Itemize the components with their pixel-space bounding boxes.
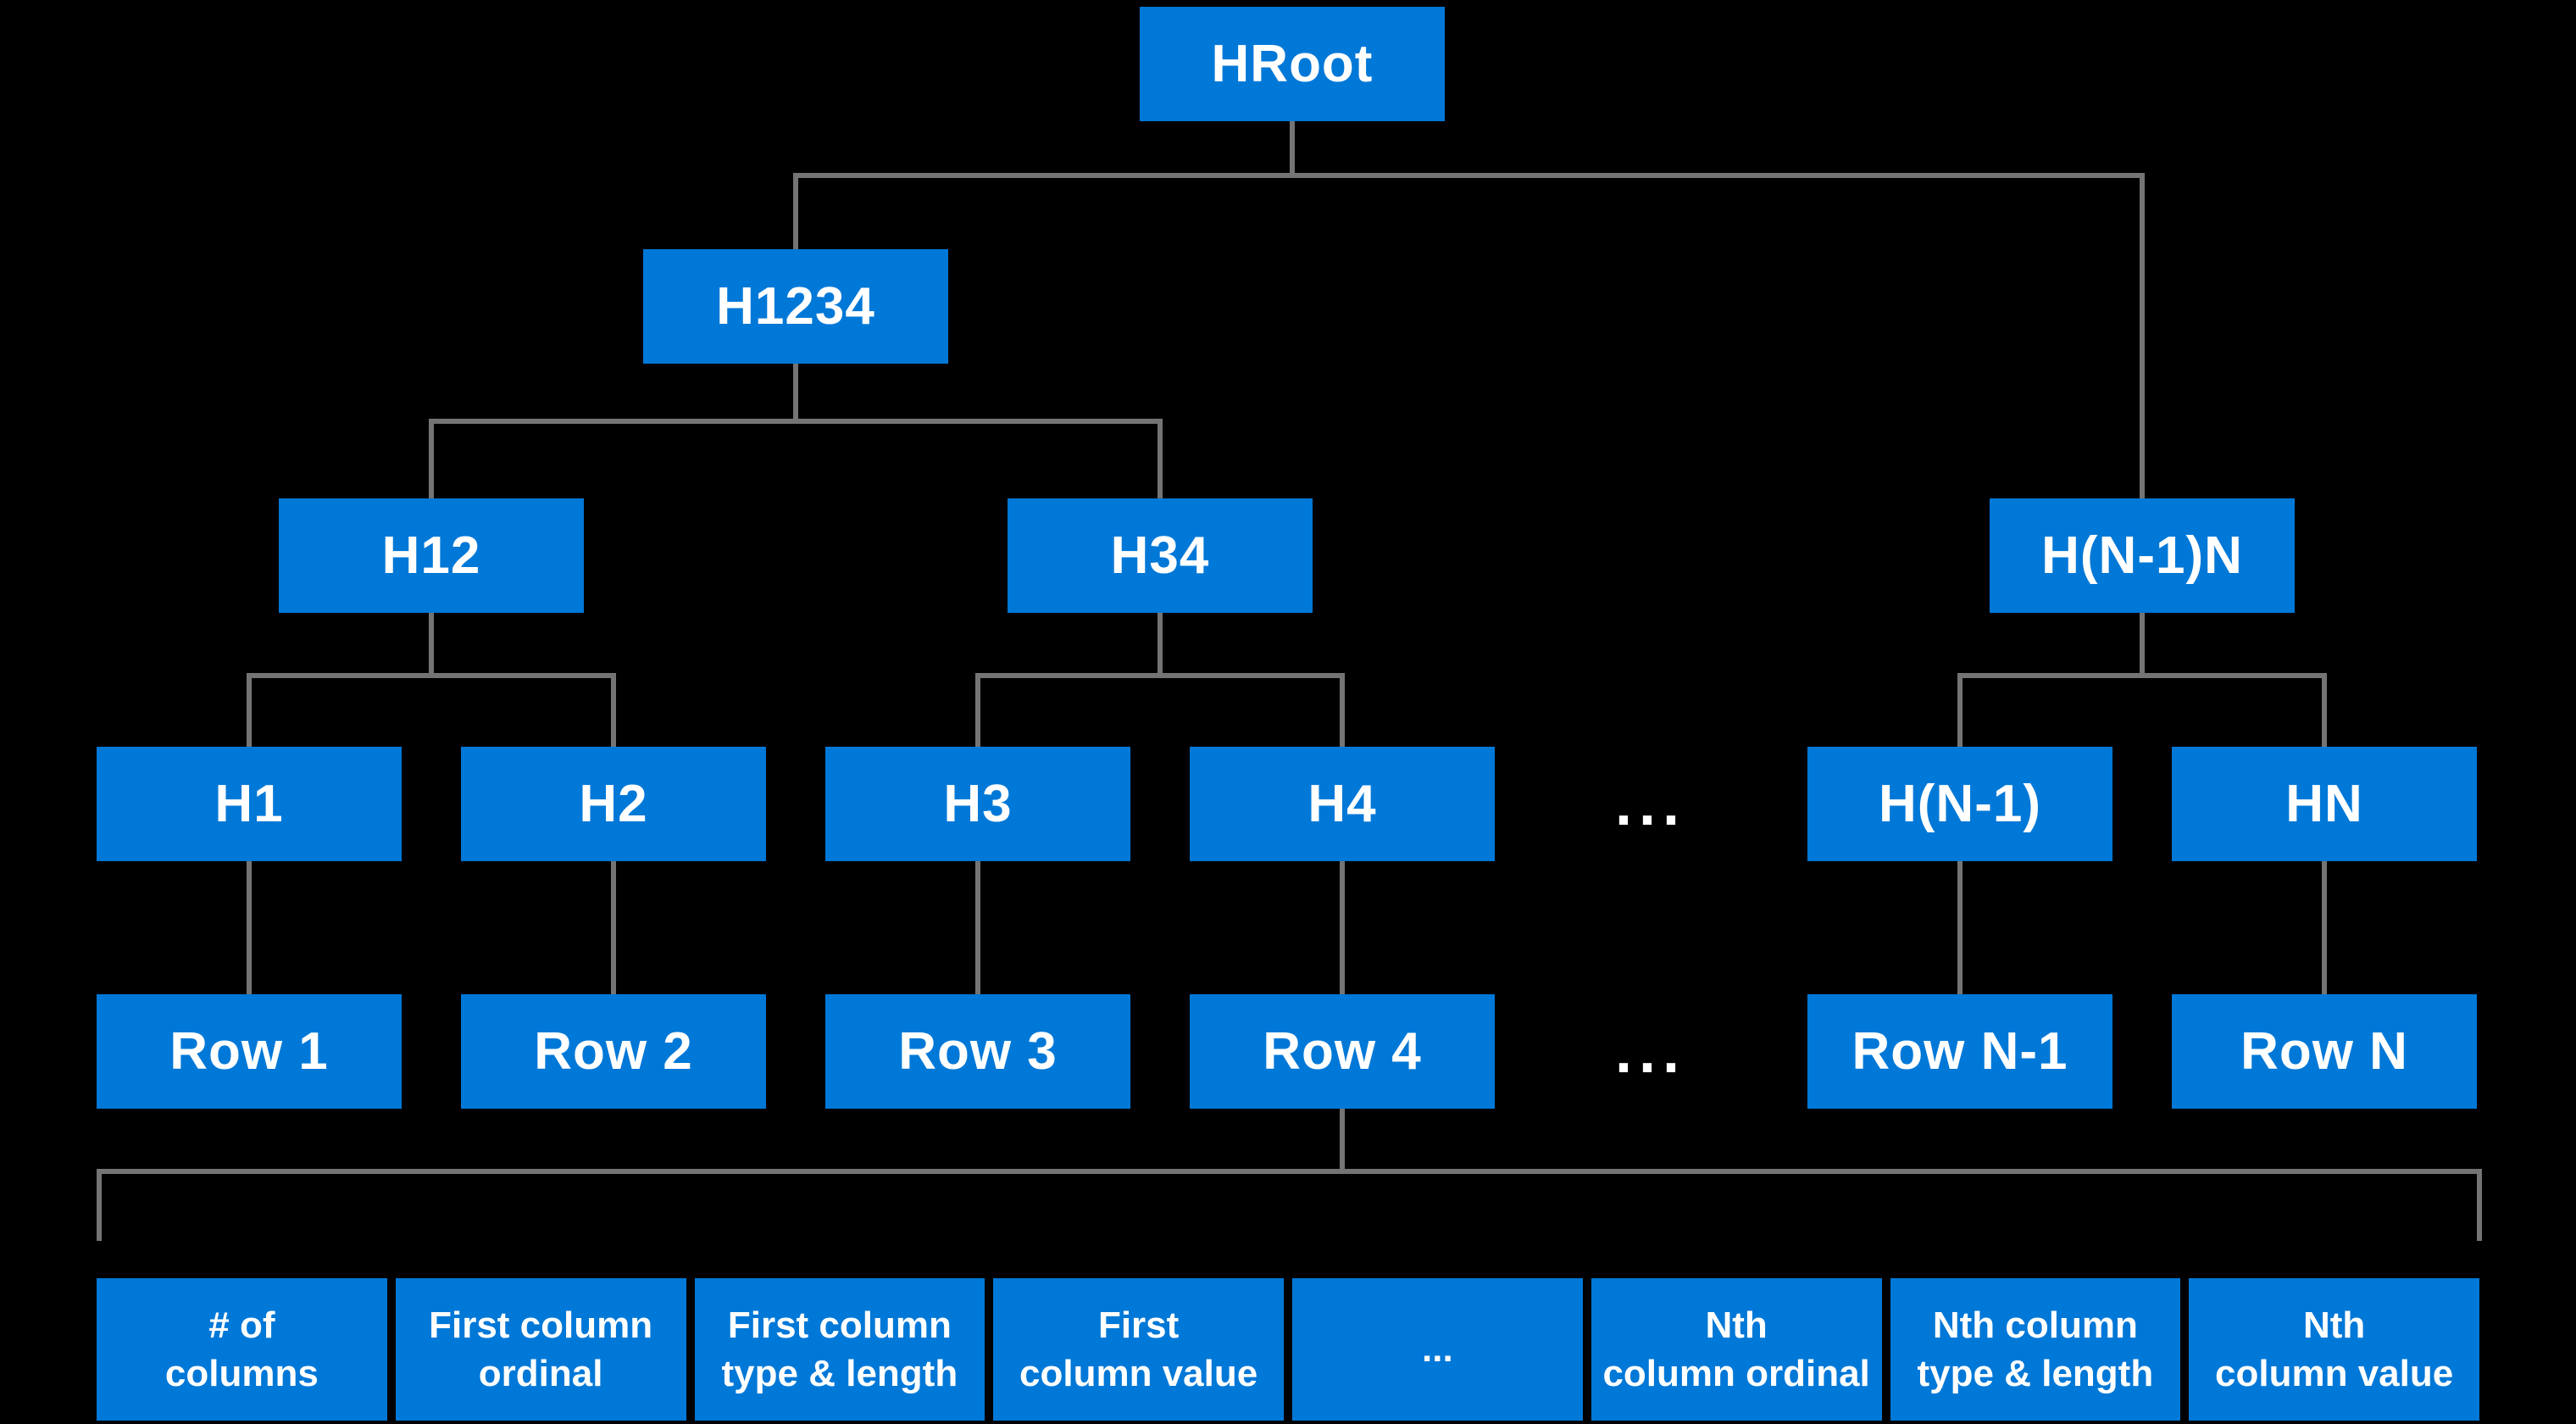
connector-level1-to-h1234 <box>793 173 798 249</box>
connector-level2-to-h34 <box>1158 419 1163 498</box>
node-h4: H4 <box>1190 747 1495 861</box>
connector-h12-children-horizontal <box>247 673 616 678</box>
node-h34: H34 <box>1008 498 1313 613</box>
connector-record-bracket-horizontal <box>97 1169 2482 1174</box>
connector-to-hn1 <box>1957 673 1963 747</box>
connector-record-bracket-left <box>97 1169 102 1241</box>
node-row-n: Row N <box>2172 994 2477 1109</box>
connector-h34-down <box>1158 613 1163 678</box>
connector-to-h2 <box>611 673 616 747</box>
connector-h1-to-row1 <box>247 861 252 994</box>
node-row-n-minus-1: Row N-1 <box>1807 994 2112 1109</box>
connector-hn-to-rown <box>2322 861 2327 994</box>
connector-h34-children-horizontal <box>975 673 1345 678</box>
row-record-strip: # of columns First column ordinal First … <box>97 1278 2479 1421</box>
record-cell-nth-value: Nth column value <box>2189 1278 2479 1421</box>
connector-row4-down <box>1340 1109 1345 1174</box>
node-row-2: Row 2 <box>461 994 766 1109</box>
connector-to-h3 <box>975 673 980 747</box>
record-cell-nth-type-length: Nth column type & length <box>1890 1278 2181 1421</box>
connector-to-h4 <box>1340 673 1345 747</box>
connector-hn1n-children-horizontal <box>1957 673 2327 678</box>
connector-to-h1 <box>247 673 252 747</box>
connector-h12-down <box>429 613 434 678</box>
ellipsis-row-level: ... <box>1614 1017 1686 1086</box>
node-h3: H3 <box>825 747 1130 861</box>
connector-h4-to-row4 <box>1340 861 1345 994</box>
node-row-3: Row 3 <box>825 994 1130 1109</box>
record-cell-first-value: First column value <box>993 1278 1284 1421</box>
connector-level1-to-hn1n <box>2140 173 2145 498</box>
node-h-n-minus-1: H(N-1) <box>1807 747 2112 861</box>
record-cell-num-columns: # of columns <box>97 1278 387 1421</box>
connector-hroot-down <box>1290 121 1295 178</box>
node-h-n-minus-1-n: H(N-1)N <box>1990 498 2295 613</box>
connector-h2-to-row2 <box>611 861 616 994</box>
node-h12: H12 <box>279 498 584 613</box>
ellipsis-hash-level: ... <box>1614 770 1686 838</box>
node-h1: H1 <box>97 747 402 861</box>
node-h1234: H1234 <box>643 249 948 364</box>
record-cell-first-type-length: First column type & length <box>694 1278 985 1421</box>
connector-h1234-down <box>793 364 798 424</box>
node-row-4: Row 4 <box>1190 994 1495 1109</box>
connector-hn1n-down <box>2140 613 2145 678</box>
node-hn: HN <box>2172 747 2477 861</box>
connector-to-hn <box>2322 673 2327 747</box>
record-cell-first-ordinal: First column ordinal <box>395 1278 686 1421</box>
node-hroot: HRoot <box>1140 7 1445 121</box>
connector-level2-horizontal <box>429 419 1163 424</box>
connector-level1-horizontal <box>793 173 2145 178</box>
record-cell-ellipsis: ... <box>1292 1278 1583 1421</box>
record-cell-nth-ordinal: Nth column ordinal <box>1591 1278 1882 1421</box>
node-row-1: Row 1 <box>97 994 402 1109</box>
connector-h3-to-row3 <box>975 861 980 994</box>
node-h2: H2 <box>461 747 766 861</box>
connector-level2-to-h12 <box>429 419 434 498</box>
connector-hn1-to-rown1 <box>1957 861 1963 994</box>
connector-record-bracket-right <box>2477 1169 2482 1241</box>
